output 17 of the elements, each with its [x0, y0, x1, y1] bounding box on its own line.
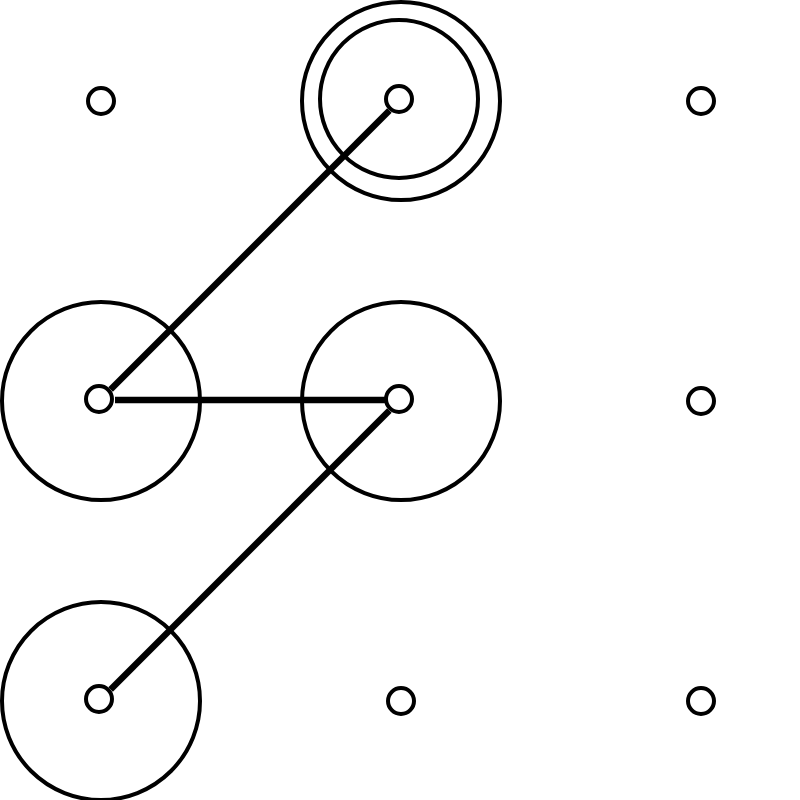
pattern-dot: [384, 84, 415, 115]
pattern-dot: [685, 85, 715, 115]
pattern-dot: [385, 685, 415, 715]
selection-ring: [299, 299, 501, 501]
connector-line: [115, 396, 385, 404]
pattern-dot: [84, 684, 115, 715]
selection-ring: [318, 18, 481, 181]
connector-line: [108, 408, 392, 692]
selection-ring: [0, 599, 201, 800]
pattern-dot: [85, 85, 115, 115]
pattern-dot: [685, 685, 715, 715]
pattern-dot: [685, 385, 715, 415]
connector-line: [108, 108, 392, 392]
selection-ring: [0, 299, 201, 501]
pattern-dot: [84, 384, 115, 415]
pattern-dot: [384, 384, 415, 415]
selection-ring: [299, 0, 501, 201]
